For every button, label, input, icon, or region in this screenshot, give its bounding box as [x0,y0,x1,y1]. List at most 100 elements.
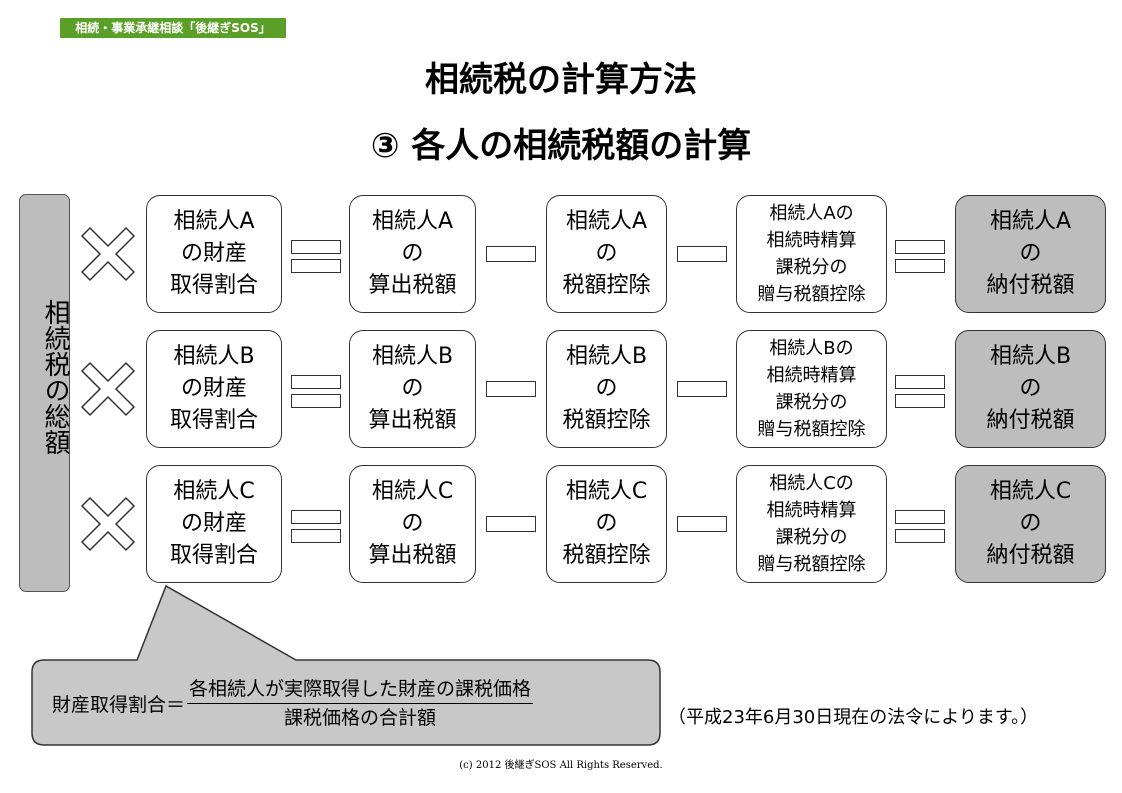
gift-line: 課税分の [775,527,848,548]
gift-box-b: 相続人Bの相続時精算課税分の贈与税額控除 [736,330,887,448]
calc-box-b: 相続人B の算出税額 [349,330,476,448]
formula-denominator: 課税価格の合計額 [284,706,437,729]
minus-icon [677,381,727,397]
payable-line: の [1019,511,1042,536]
page-subtitle: ③ 各人の相続税額の計算 [370,126,752,166]
equals-bar [895,529,945,543]
share-line: の財産 [180,511,247,536]
calc-line: 算出税額 [368,543,457,568]
calc-line: 算出税額 [368,273,457,298]
share-line: 取得割合 [169,408,258,433]
calc-line: 相続人A [371,209,454,234]
minus-icon [486,516,536,532]
gift-line: 課税分の [775,392,848,413]
formula-label: 財産取得割合＝ [52,693,186,716]
deduct-line: 税額控除 [562,273,651,298]
deduct-line: の [595,511,618,536]
multiply-icon [80,496,136,552]
share-box-c: 相続人C の財産取得割合 [146,465,282,583]
deduct-line: 税額控除 [562,543,651,568]
equals-bar [895,375,945,389]
payable-box-b: 相続人B の納付税額 [955,330,1106,448]
minus-icon [677,246,727,262]
share-line: の財産 [180,241,247,266]
calc-line: の [401,241,424,266]
equals-bar [291,240,341,254]
equals-icon [291,367,341,411]
equals-bar [895,510,945,524]
gift-line: 課税分の [775,257,848,278]
copyright: (c) 2012 後継ぎSOS All Rights Reserved. [459,760,663,771]
payable-line: 相続人B [989,344,1072,369]
deduct-line: の [595,376,618,401]
deduct-line: 相続人C [565,479,648,504]
total-tax-label: 相続税の総額 [40,299,70,455]
payable-line: の [1019,241,1042,266]
share-box-a: 相続人A の財産取得割合 [146,195,282,313]
calc-line: の [401,511,424,536]
gift-line: 相続人Aの [769,203,854,224]
gift-box-a: 相続人Aの相続時精算課税分の贈与税額控除 [736,195,887,313]
share-box-b: 相続人B の財産取得割合 [146,330,282,448]
calc-line: の [401,376,424,401]
formula: 財産取得割合＝ 各相続人が実際取得した財産の課税価格 課税価格の合計額 [52,676,534,730]
share-line: の財産 [180,376,247,401]
payable-line: 納付税額 [986,408,1075,433]
brand-badge: 相続・事業承継相談「後継ぎSOS」 [60,18,286,38]
gift-line: 相続人Bの [769,338,854,359]
payable-line: 納付税額 [986,543,1075,568]
deduct-box-a: 相続人A の税額控除 [546,195,667,313]
equals-bar [895,240,945,254]
equals-bar [291,375,341,389]
share-line: 相続人C [173,479,255,504]
payable-line: 相続人A [989,209,1072,234]
page-title: 相続税の計算方法 [425,60,697,100]
total-tax-box: 相続税の総額 [19,194,70,592]
equals-icon-result [895,502,945,546]
formula-fraction: 各相続人が実際取得した財産の課税価格 課税価格の合計額 [187,677,534,730]
calc-line: 相続人B [371,344,454,369]
legal-note: （平成23年6月30日現在の法令によります。） [668,707,1039,728]
gift-box-c: 相続人Cの相続時精算課税分の贈与税額控除 [736,465,887,583]
deduct-line: 税額控除 [562,408,651,433]
equals-icon [291,232,341,276]
payable-box-c: 相続人C の納付税額 [955,465,1106,583]
multiply-icon [80,361,136,417]
equals-icon [291,502,341,546]
gift-line: 相続人Cの [769,473,854,494]
share-line: 相続人A [173,209,255,234]
gift-line: 贈与税額控除 [757,419,866,440]
equals-bar [291,259,341,273]
gift-line: 相続時精算 [766,500,857,521]
share-line: 相続人B [173,344,255,369]
formula-numerator: 各相続人が実際取得した財産の課税価格 [187,677,534,704]
payable-line: 納付税額 [986,273,1075,298]
equals-icon-result [895,367,945,411]
minus-icon [677,516,727,532]
equals-bar [895,394,945,408]
gift-line: 相続時精算 [766,230,857,251]
payable-line: の [1019,376,1042,401]
equals-icon-result [895,232,945,276]
payable-line: 相続人C [989,479,1072,504]
equals-bar [291,510,341,524]
share-line: 取得割合 [169,273,258,298]
multiply-icon [80,226,136,282]
calc-box-c: 相続人C の算出税額 [349,465,476,583]
calc-line: 算出税額 [368,408,457,433]
deduct-line: 相続人A [565,209,648,234]
calc-box-a: 相続人A の算出税額 [349,195,476,313]
deduct-line: の [595,241,618,266]
gift-line: 相続時精算 [766,365,857,386]
minus-icon [486,381,536,397]
payable-box-a: 相続人A の納付税額 [955,195,1106,313]
calc-line: 相続人C [371,479,454,504]
deduct-box-c: 相続人C の税額控除 [546,465,667,583]
equals-bar [291,529,341,543]
gift-line: 贈与税額控除 [757,554,866,575]
equals-bar [291,394,341,408]
share-line: 取得割合 [169,543,258,568]
equals-bar [895,259,945,273]
